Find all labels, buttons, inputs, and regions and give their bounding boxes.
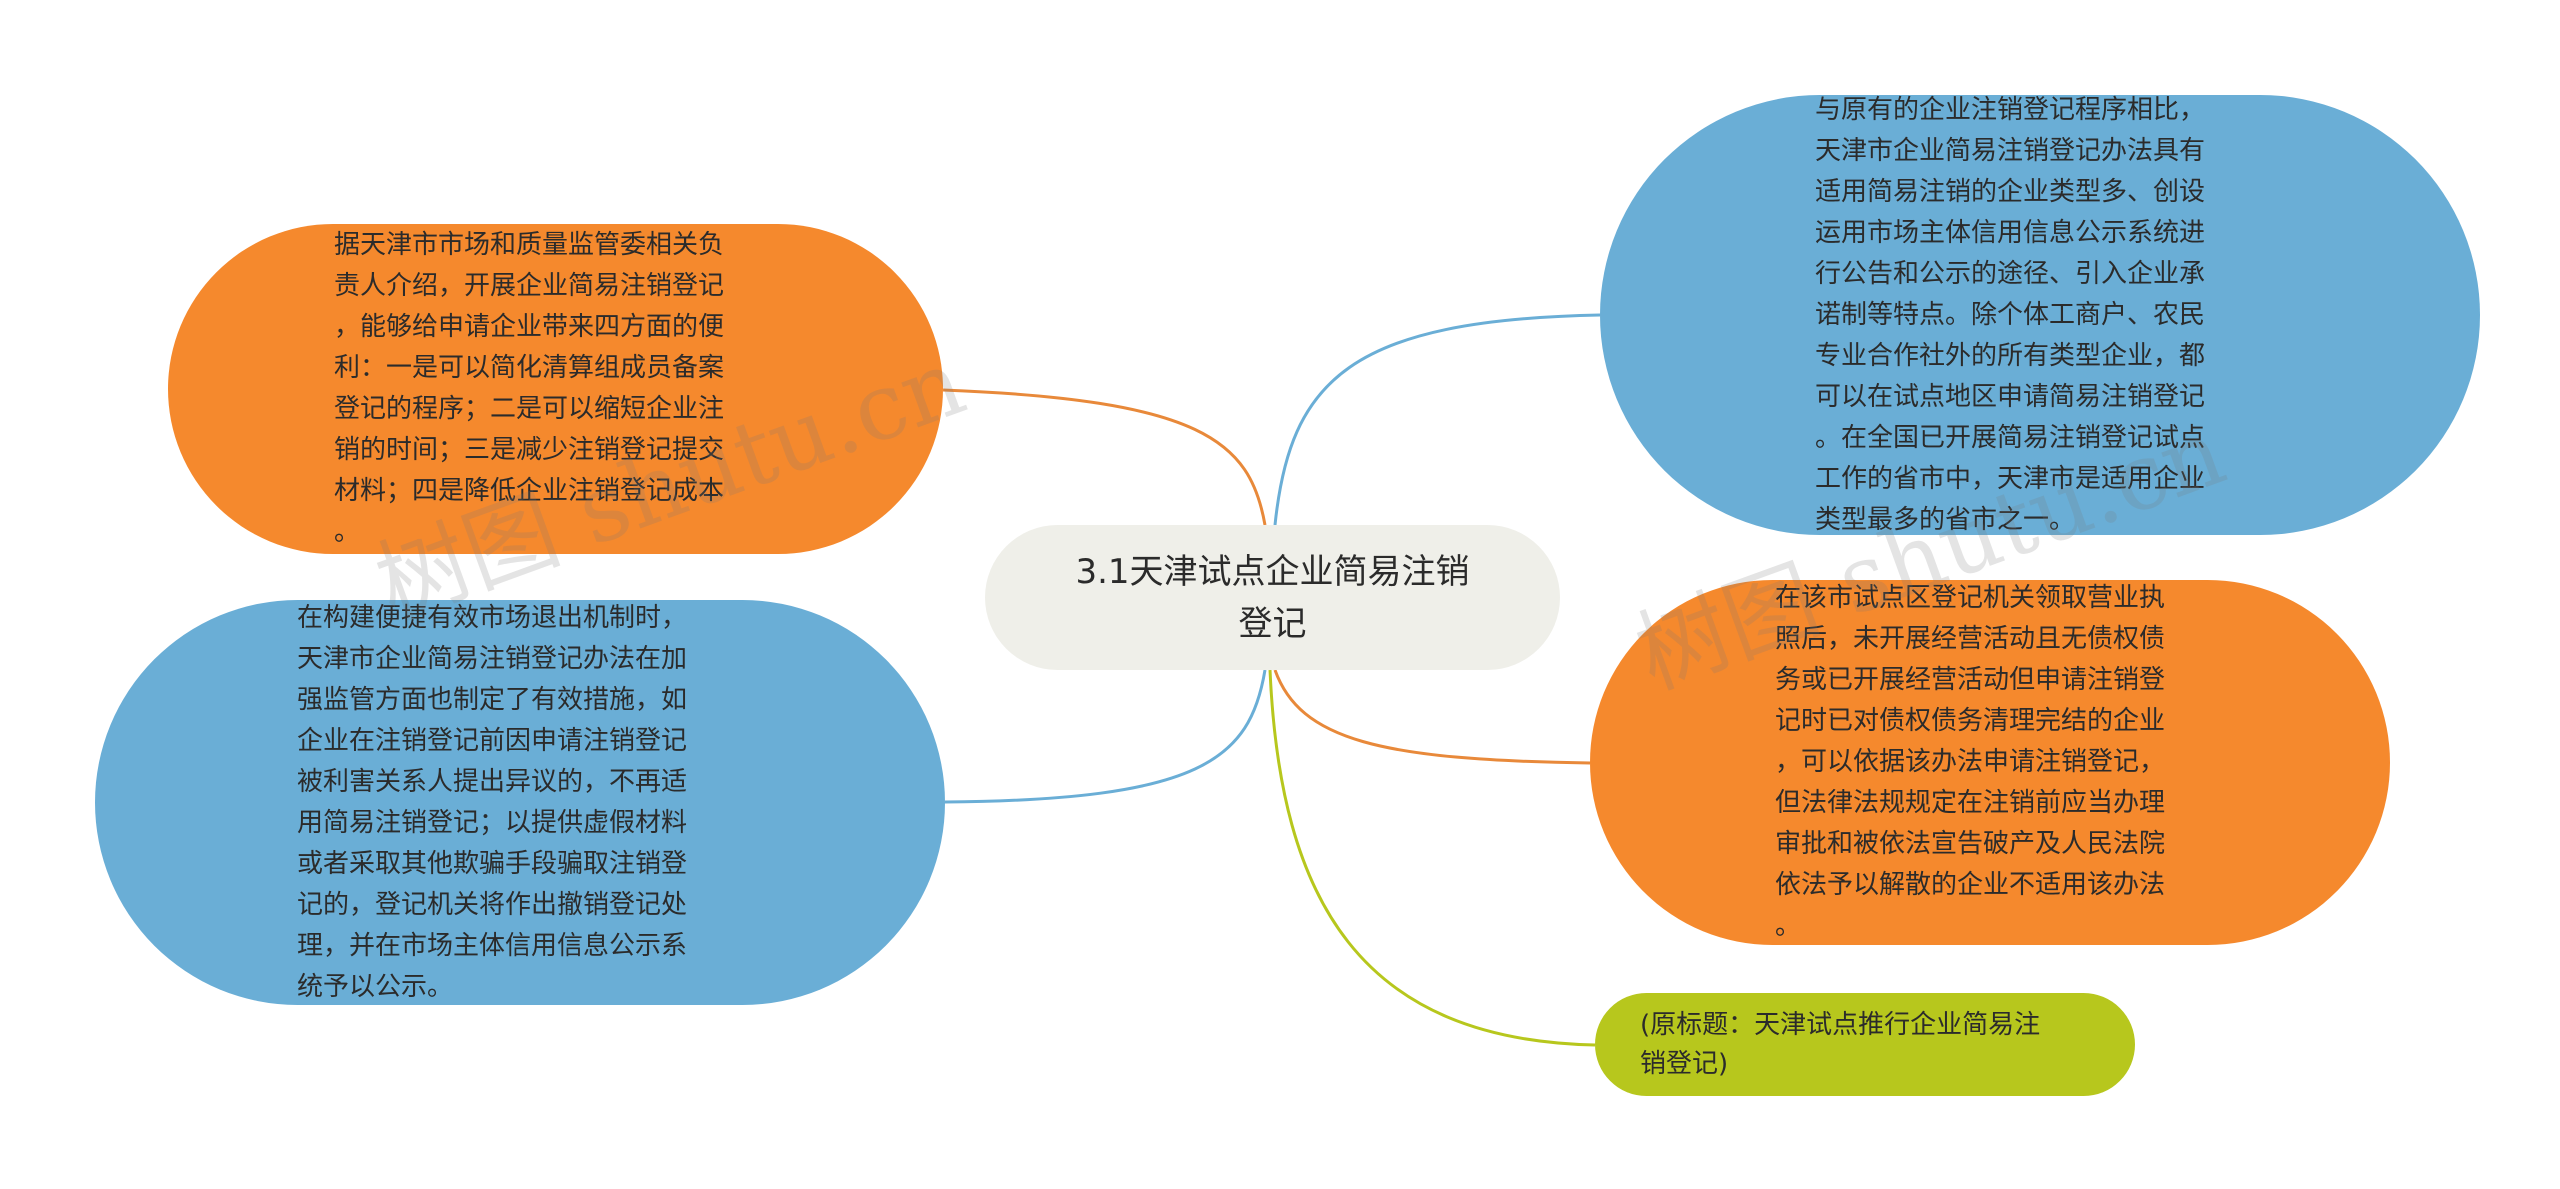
link-right-top [1273, 313, 1601, 526]
topic-text-left-bottom: 在构建便捷有效市场退出机制时， 天津市企业简易注销登记办法在加 强监管方面也制定… [297, 602, 688, 1002]
topic-text-left-top: 据天津市市场和质量监管委相关负 责人介绍，开展企业简易注销登记 ，能够给申请企业… [334, 230, 725, 547]
topic-text-right-middle: 在该市试点区登记机关领取营业执 照后，未开展经营活动且无债权债 务或已开展经营活… [1775, 583, 2166, 941]
topic-text-right-top: 与原有的企业注销登记程序相比， 天津市企业简易注销登记办法具有 适用简易注销的企… [1815, 94, 2206, 535]
link-right-middle [1273, 669, 1591, 765]
link-left-bottom [944, 669, 1267, 804]
topic-node-left-top[interactable]: 据天津市市场和质量监管委相关负 责人介绍，开展企业简易注销登记 ，能够给申请企业… [168, 224, 943, 554]
topic-node-right-top[interactable]: 与原有的企业注销登记程序相比， 天津市企业简易注销登记办法具有 适用简易注销的企… [1600, 95, 2480, 535]
topic-node-left-bottom[interactable]: 在构建便捷有效市场退出机制时， 天津市企业简易注销登记办法在加 强监管方面也制定… [95, 600, 945, 1005]
topic-text-right-bottom: (原标题：天津试点推行企业简易注 销登记) [1640, 1009, 2041, 1079]
link-right-bottom [1268, 669, 1596, 1047]
central-topic-text: 3.1天津试点企业简易注销 登记 [1075, 551, 1470, 644]
topic-node-right-bottom[interactable]: (原标题：天津试点推行企业简易注 销登记) [1595, 993, 2135, 1096]
topic-node-right-middle[interactable]: 在该市试点区登记机关领取营业执 照后，未开展经营活动且无债权债 务或已开展经营活… [1590, 580, 2390, 945]
link-left-top [942, 388, 1267, 526]
central-topic-node[interactable]: 3.1天津试点企业简易注销 登记 [985, 525, 1560, 670]
